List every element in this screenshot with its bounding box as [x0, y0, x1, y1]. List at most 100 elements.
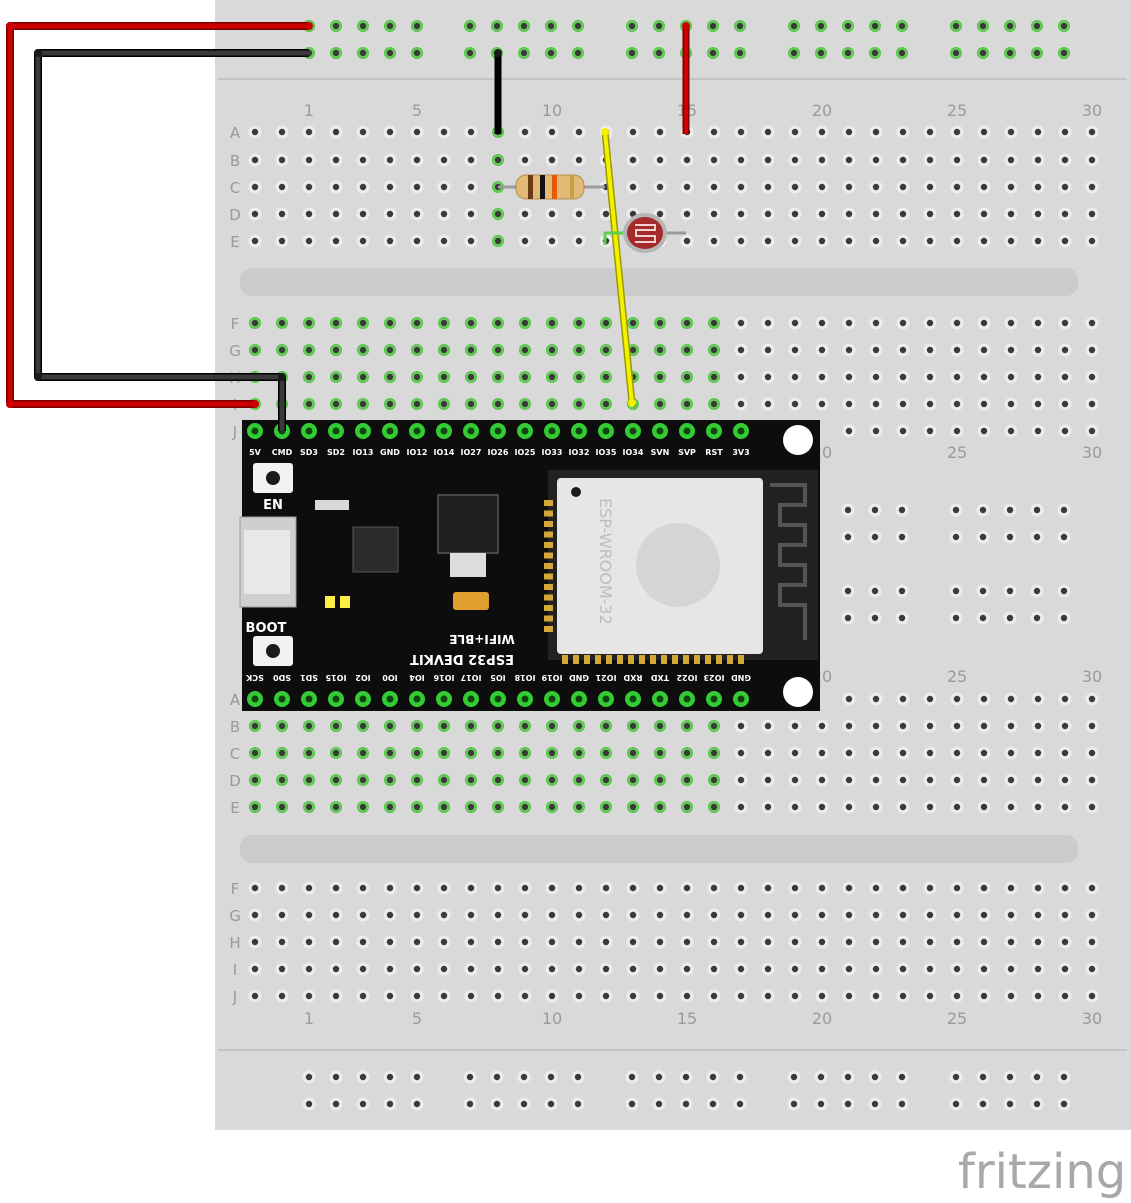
esp32-pin-label: SVP: [678, 448, 696, 457]
module-pad: [628, 655, 634, 664]
breadboard-hole-center: [332, 156, 340, 164]
breadboard-hole-center: [629, 938, 637, 946]
breadboard-hole-center: [332, 346, 340, 354]
breadboard-hole-center: [818, 128, 826, 136]
breadboard-hole-center: [1088, 183, 1096, 191]
breadboard-hole-center: [737, 128, 745, 136]
breadboard-hole-center: [629, 128, 637, 136]
esp32-pin-label: IO12: [407, 448, 428, 457]
breadboard-hole-center: [1033, 49, 1041, 57]
breadboard-hole-center: [872, 237, 880, 245]
breadboard-hole-center: [844, 533, 852, 541]
breadboard-hole-center: [953, 346, 961, 354]
breadboard-hole-center: [980, 346, 988, 354]
module-pad: [650, 655, 656, 664]
breadboard-hole-center: [764, 803, 772, 811]
breadboard-hole-center: [980, 884, 988, 892]
breadboard-hole-center: [467, 237, 475, 245]
breadboard-hole-center: [764, 400, 772, 408]
breadboard-hole-center: [980, 803, 988, 811]
breadboard-hole-center: [629, 776, 637, 784]
breadboard-hole-center: [790, 49, 798, 57]
esp32-pin-center: [278, 695, 286, 703]
espressif-logo-icon: [636, 523, 720, 607]
breadboard-hole-center: [656, 346, 664, 354]
breadboard-hole-center: [359, 803, 367, 811]
breadboard-hole-center: [359, 400, 367, 408]
breadboard-hole-center: [1006, 22, 1014, 30]
esp32-pin-label: IO2: [355, 673, 370, 682]
breadboard-hole-center: [926, 156, 934, 164]
breadboard-hole-center: [791, 884, 799, 892]
breadboard-hole-center: [359, 722, 367, 730]
breadboard-hole-center: [872, 965, 880, 973]
breadboard-hole-center: [1034, 884, 1042, 892]
breadboard-hole-center: [413, 965, 421, 973]
breadboard-hole-center: [898, 1073, 906, 1081]
breadboard-hole-center: [1007, 427, 1015, 435]
esp32-pin-center: [494, 427, 502, 435]
breadboard-hole-center: [656, 156, 664, 164]
breadboard-hole-center: [656, 776, 664, 784]
breadboard-hole-center: [359, 210, 367, 218]
breadboard-hole-center: [494, 884, 502, 892]
column-number: 10: [542, 101, 562, 120]
breadboard-hole-center: [521, 911, 529, 919]
breadboard-hole-center: [305, 776, 313, 784]
breadboard-hole-center: [791, 749, 799, 757]
row-letter: C: [230, 179, 240, 197]
breadboard-hole-center: [926, 992, 934, 1000]
breadboard-hole-center: [764, 938, 772, 946]
breadboard-hole-center: [1061, 400, 1069, 408]
breadboard-hole-center: [494, 237, 502, 245]
breadboard-hole-center: [1006, 1073, 1014, 1081]
breadboard-hole-center: [440, 156, 448, 164]
breadboard-hole-center: [845, 128, 853, 136]
esp32-pin-center: [386, 695, 394, 703]
breadboard-hole-center: [440, 400, 448, 408]
breadboard-hole-center: [1061, 373, 1069, 381]
breadboard-hole-center: [359, 776, 367, 784]
breadboard-hole-center: [467, 128, 475, 136]
esp32-pin-label: GND: [731, 673, 751, 682]
breadboard-hole-center: [413, 183, 421, 191]
breadboard-hole-center: [844, 1073, 852, 1081]
breadboard-hole-center: [1034, 722, 1042, 730]
breadboard-hole-center: [305, 722, 313, 730]
breadboard-hole-center: [359, 319, 367, 327]
breadboard-hole-center: [710, 803, 718, 811]
breadboard-hole-center: [575, 911, 583, 919]
breadboard-hole-center: [898, 533, 906, 541]
breadboard-hole-center: [979, 1100, 987, 1108]
breadboard-hole-center: [278, 911, 286, 919]
breadboard-hole-center: [953, 803, 961, 811]
breadboard-hole-center: [710, 373, 718, 381]
esp32-pin-label: IO0: [382, 673, 398, 682]
breadboard-hole-center: [980, 695, 988, 703]
breadboard-hole-center: [440, 911, 448, 919]
breadboard-hole-center: [737, 749, 745, 757]
breadboard-hole-center: [1060, 506, 1068, 514]
breadboard-hole-center: [251, 803, 259, 811]
breadboard-hole-center: [386, 911, 394, 919]
breadboard-hole-center: [791, 965, 799, 973]
breadboard-hole-center: [764, 884, 772, 892]
breadboard-hole-center: [305, 1073, 313, 1081]
breadboard-hole-center: [710, 319, 718, 327]
column-number: 10: [542, 1009, 562, 1028]
breadboard-hole-center: [1006, 533, 1014, 541]
breadboard-hole-center: [764, 749, 772, 757]
breadboard-hole-center: [898, 587, 906, 595]
breadboard-hole-center: [305, 884, 313, 892]
breadboard-hole-center: [278, 183, 286, 191]
breadboard-hole-center: [845, 965, 853, 973]
breadboard-hole-center: [548, 346, 556, 354]
breadboard-hole-center: [305, 749, 313, 757]
mount-hole-top: [783, 425, 813, 455]
breadboard-hole-center: [548, 128, 556, 136]
breadboard-hole-center: [440, 992, 448, 1000]
breadboard-hole-center: [575, 749, 583, 757]
breadboard-hole-center: [1060, 22, 1068, 30]
module-pad: [544, 521, 553, 527]
breadboard-hole-center: [817, 49, 825, 57]
